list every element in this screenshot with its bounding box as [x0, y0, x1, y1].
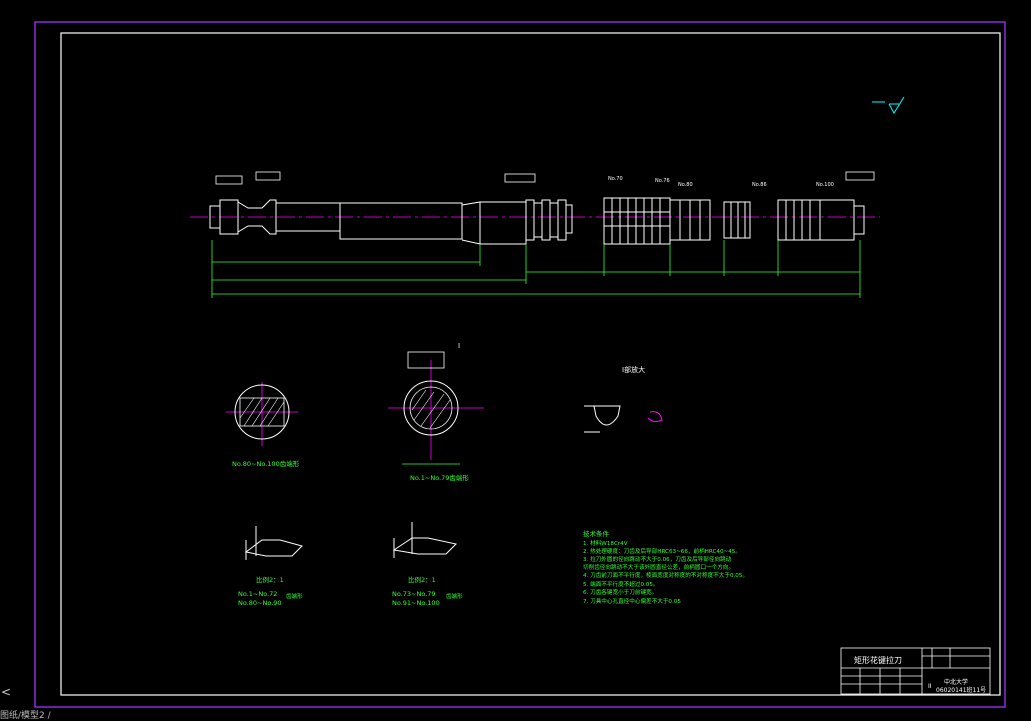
tooth1-range-b: No.80~No.90 [238, 599, 282, 607]
tooth2-range-b: No.91~No.100 [392, 599, 440, 607]
tech-line: 5. 端面不平行度不超过0.05。 [583, 580, 659, 588]
tooth-no-label: No.70 [608, 176, 623, 182]
broach-main-view [190, 171, 880, 298]
sheet-border [34, 21, 1006, 708]
title-block [840, 647, 991, 695]
tooth-no-label: No.86 [752, 182, 767, 188]
tech-line: 2. 热处理硬度：刀齿及后导部HRC63~66，前柄HRC40~45。 [583, 547, 741, 555]
detail-view [584, 405, 621, 433]
section-view-1 [226, 382, 298, 446]
tech-line: 切削齿径向跳动不大于该外圆直径公差，前柄圆口一个方向。 [583, 563, 734, 571]
title-block-code: II [928, 683, 932, 690]
tooth-profile-1 [244, 526, 303, 560]
collapse-arrow-icon[interactable]: < [1, 685, 11, 699]
tooth-profile-2 [392, 522, 458, 558]
title-block-class: 06020141班11号 [936, 686, 986, 694]
section-view-2 [388, 351, 484, 465]
title-block-name: 矩形花键拉刀 [854, 655, 902, 665]
tech-line: 4. 刀齿前刀面不平行度，棱面宽度对称度的不对称度不大于0.05。 [583, 571, 748, 579]
tooth-no-label: No.76 [655, 178, 670, 184]
tooth-no-label: No.80 [678, 182, 693, 188]
tech-title: 技术条件 [583, 529, 610, 538]
detail-mark [647, 411, 663, 423]
drawing-frame [60, 32, 1001, 696]
layout-tabs-strip[interactable]: 图纸/模型2 / [0, 712, 1031, 721]
tech-line: 7. 刀具中心孔直径中心偏差不大于0.05 [583, 597, 681, 605]
tooth2-suffix: 齿端形 [446, 592, 463, 600]
tooth2-range-a: No.73~No.79 [392, 590, 436, 598]
section2-caption: No.1~No.79齿端形 [410, 473, 469, 482]
tooth1-suffix: 齿端形 [286, 592, 303, 600]
tooth1-range-a: No.1~No.72 [238, 590, 277, 598]
section1-caption: No.80~No.100齿端形 [232, 459, 300, 468]
tech-line: 1. 材料W18Cr4V [583, 539, 628, 547]
scale1-caption: 比例2：1 [256, 575, 284, 584]
tech-line: 6. 刀齿各键宽小于刀前键宽。 [583, 588, 657, 596]
surface-finish-symbol [872, 96, 905, 114]
scale2-caption: 比例2：1 [408, 575, 436, 584]
title-block-school: 中北大学 [944, 678, 968, 686]
detail-title: I部放大 [622, 365, 645, 374]
section-mark: I [458, 342, 460, 350]
tooth-no-label: No.100 [816, 182, 834, 188]
tech-line: 3. 拉刀外圆的径向跳动不大于0.06，刀齿及后导部径向跳动 [583, 555, 732, 563]
